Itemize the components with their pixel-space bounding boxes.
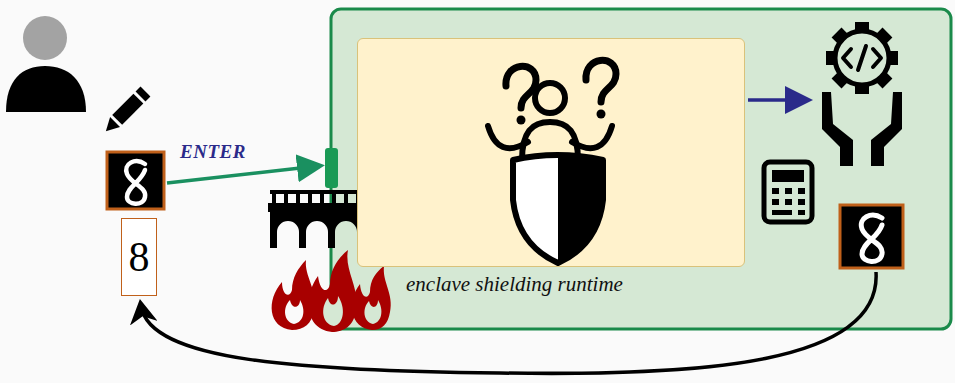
- confused-person-icon: [522, 122, 578, 160]
- calculator-icon: [798, 210, 805, 215]
- fire-icon: [323, 296, 343, 326]
- code-gear-icon: [826, 22, 898, 94]
- digit-text: 8: [129, 236, 150, 278]
- calculator-icon: [785, 188, 792, 194]
- bridge-icon: [332, 190, 336, 204]
- fire-icon: [285, 300, 303, 324]
- confused-person-icon: [572, 126, 612, 148]
- shield-icon: [513, 155, 603, 263]
- calculator-icon: [772, 199, 779, 205]
- runtime-box: enclave shielding runtime: [357, 38, 745, 267]
- fire-icon: [272, 260, 315, 330]
- pencil-icon: [101, 117, 120, 136]
- calculator-icon: [785, 199, 792, 205]
- digit-image: [840, 205, 903, 268]
- calculator-icon: [798, 199, 805, 205]
- pencil-icon: [101, 87, 150, 136]
- pencil-icon: [136, 87, 151, 102]
- user-icon: [6, 66, 86, 112]
- digit-image: [107, 152, 164, 209]
- hands-icon: [822, 92, 853, 166]
- code-gear-icon: [843, 46, 881, 70]
- confused-person-icon: [488, 126, 528, 148]
- confused-person-icon: [488, 60, 616, 160]
- bridge-icon: [320, 190, 324, 204]
- digit-image: [861, 215, 882, 261]
- user-icon: [6, 16, 86, 112]
- code-gear-icon: [826, 22, 898, 94]
- shield-icon: [513, 110, 606, 264]
- shield-icon: [597, 110, 606, 119]
- bridge-icon: [272, 190, 276, 204]
- calculator-icon: [772, 188, 779, 194]
- calculator-icon: [772, 188, 805, 215]
- digit-image: [840, 205, 903, 268]
- calculator-icon: [764, 162, 812, 222]
- enclave-gate: [325, 148, 338, 188]
- confused-person-icon: [586, 60, 616, 102]
- user-icon: [23, 16, 67, 60]
- confused-person-icon: [506, 66, 536, 108]
- calculator-icon: [772, 170, 804, 182]
- fire-icon: [309, 250, 357, 332]
- hands-icon: [822, 92, 902, 166]
- calculator-icon: [772, 210, 792, 215]
- calculator-icon: [764, 162, 812, 222]
- fire-icon: [364, 300, 381, 324]
- bridge-icon: [296, 190, 300, 204]
- calculator-icon: [798, 188, 805, 194]
- digit-label-box: 8: [121, 218, 157, 296]
- bridge-icon: [344, 190, 348, 204]
- digit-image: [107, 152, 164, 209]
- return-arrow: [141, 272, 876, 373]
- bridge-icon: [284, 190, 288, 204]
- shield-icon: [517, 116, 526, 125]
- pencil-icon: [112, 94, 143, 125]
- hands-icon: [871, 92, 902, 166]
- arrow-label: ENTER: [180, 141, 246, 163]
- shield-icon: [558, 155, 603, 263]
- output-arrow: [748, 98, 806, 102]
- enclave-box: [331, 9, 951, 329]
- box-caption: enclave shielding runtime: [406, 272, 623, 297]
- code-gear-icon: [835, 31, 889, 85]
- confused-person-icon: [535, 83, 565, 113]
- fire-icon: [352, 266, 391, 330]
- enter-arrow: [167, 166, 318, 183]
- digit-image: [126, 161, 145, 204]
- bridge-icon: [308, 190, 312, 204]
